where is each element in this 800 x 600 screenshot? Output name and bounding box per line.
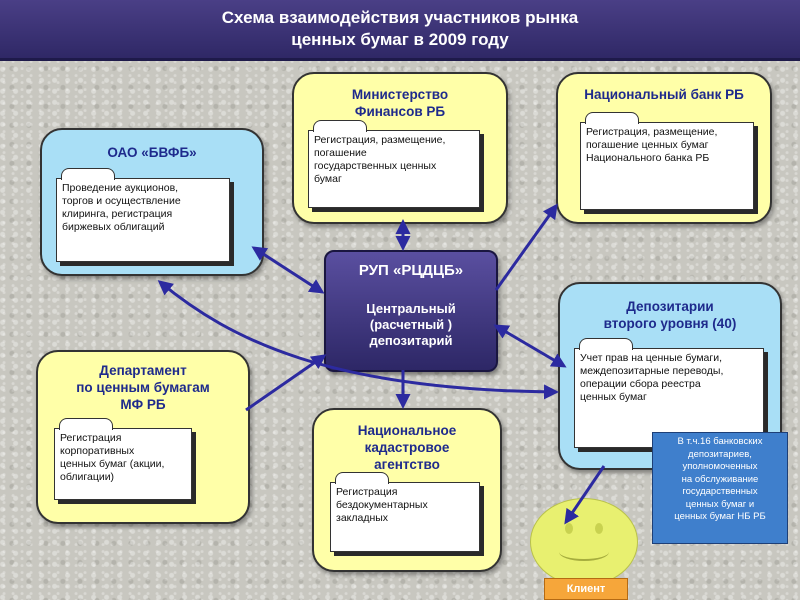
center-sub-3: депозитарий: [369, 333, 453, 348]
minfin-node: Министерство Финансов РБ Регистрация, ра…: [292, 72, 508, 224]
depositaries-folder: Учет прав на ценные бумаги, междепозитар…: [574, 338, 764, 448]
title-line-1: Схема взаимодействия участников рынка: [221, 8, 579, 27]
note-line-7: ценных бумаг НБ РБ: [674, 511, 766, 522]
department-title-3: МФ РБ: [120, 397, 166, 412]
minfin-folder-line-3: государственных ценных: [314, 160, 437, 172]
department-title-1: Департамент: [99, 363, 187, 378]
department-node: Департамент по ценным бумагам МФ РБ Реги…: [36, 350, 250, 524]
bvfb-folder-line-1: Проведение аукционов,: [62, 182, 179, 194]
department-folder-line-2: корпоративных: [60, 445, 135, 457]
depositaries-folder-line-4: ценных бумаг: [580, 391, 647, 403]
client-badge: Клиент: [544, 578, 628, 600]
note-line-1: В т.ч.16 банковских: [677, 436, 763, 447]
smiley-mouth: [559, 543, 609, 561]
cadastral-title-1: Национальное: [357, 423, 457, 438]
cadastral-title-2: кадастровое: [364, 440, 450, 455]
client-smiley-icon: [530, 498, 638, 586]
depositaries-title-1: Депозитарии: [626, 299, 714, 314]
center-title: РУП «РЦДЦБ»: [358, 262, 464, 279]
bvfb-folder: Проведение аукционов, торгов и осуществл…: [56, 168, 230, 262]
department-folder-line-4: облигации): [60, 471, 115, 483]
arrow-center-bvfb: [251, 246, 325, 294]
depositaries-folder-line-3: операции сбора реестра: [580, 378, 701, 390]
department-folder-line-1: Регистрация: [60, 432, 122, 444]
natbank-folder: Регистрация, размещение, погашение ценны…: [580, 112, 754, 210]
depositaries-note: В т.ч.16 банковских депозитариев, уполно…: [652, 432, 788, 544]
cadastral-folder: Регистрация бездокументарных закладных: [330, 472, 480, 552]
page-title: Схема взаимодействия участников рынка це…: [0, 0, 800, 61]
arrow-department-center: [245, 354, 327, 412]
cadastral-folder-line-1: Регистрация: [336, 486, 398, 498]
note-line-6: ценных бумаг и: [685, 498, 755, 510]
arrow-center-depositaries: [493, 324, 567, 368]
minfin-folder: Регистрация, размещение, погашение госуд…: [308, 120, 480, 208]
note-line-3: уполномоченных: [682, 461, 758, 472]
cadastral-node: Национальное кадастровое агентство Регис…: [312, 408, 502, 572]
center-sub-1: Центральный: [366, 301, 456, 316]
minfin-folder-line-1: Регистрация, размещение,: [314, 134, 446, 146]
depositaries-folder-line-1: Учет прав на ценные бумаги,: [580, 352, 722, 364]
cadastral-title-3: агентство: [374, 457, 440, 472]
note-line-2: депозитариев,: [688, 448, 752, 460]
department-title-2: по ценным бумагам: [76, 380, 210, 395]
bvfb-folder-line-3: клиринга, регистрация: [62, 208, 173, 220]
cadastral-folder-line-2: бездокументарных: [336, 499, 428, 511]
smiley-right-eye: [595, 523, 603, 534]
natbank-title: Национальный банк РБ: [584, 87, 744, 102]
minfin-title-1: Министерство: [351, 87, 449, 102]
arrow-center-natbank: [494, 203, 558, 291]
center-sub-2: (расчетный ): [369, 317, 453, 332]
natbank-folder-line-2: погашение ценных бумаг: [586, 139, 709, 151]
note-line-5: государственных: [682, 486, 758, 497]
bvfb-title: ОАО «БВФБ»: [107, 145, 197, 160]
bvfb-folder-line-4: биржевых облигаций: [62, 221, 165, 233]
bvfb-node: ОАО «БВФБ» Проведение аукционов, торгов …: [40, 128, 264, 276]
center-depository-node: РУП «РЦДЦБ» Центральный (расчетный ) деп…: [324, 250, 498, 372]
minfin-title-2: Финансов РБ: [354, 104, 446, 119]
department-folder: Регистрация корпоративных ценных бумаг (…: [54, 418, 192, 500]
department-folder-line-3: ценных бумаг (акции,: [60, 458, 165, 470]
title-line-2: ценных бумаг в 2009 году: [291, 30, 509, 49]
natbank-node: Национальный банк РБ Регистрация, размещ…: [556, 72, 772, 224]
cadastral-folder-line-3: закладных: [336, 512, 389, 524]
minfin-folder-line-4: бумаг: [314, 173, 342, 185]
note-line-4: на обслуживание: [681, 473, 759, 485]
natbank-folder-line-3: Национального банка РБ: [586, 152, 710, 164]
natbank-folder-line-1: Регистрация, размещение,: [586, 126, 718, 138]
minfin-folder-line-2: погашение: [314, 147, 367, 159]
smiley-left-eye: [565, 523, 573, 534]
depositaries-folder-line-2: междепозитарные переводы,: [580, 365, 724, 377]
depositaries-node: Депозитарии второго уровня (40) Учет пра…: [558, 282, 782, 470]
depositaries-title-2: второго уровня (40): [603, 316, 737, 331]
bvfb-folder-line-2: торгов и осуществление: [62, 195, 181, 207]
